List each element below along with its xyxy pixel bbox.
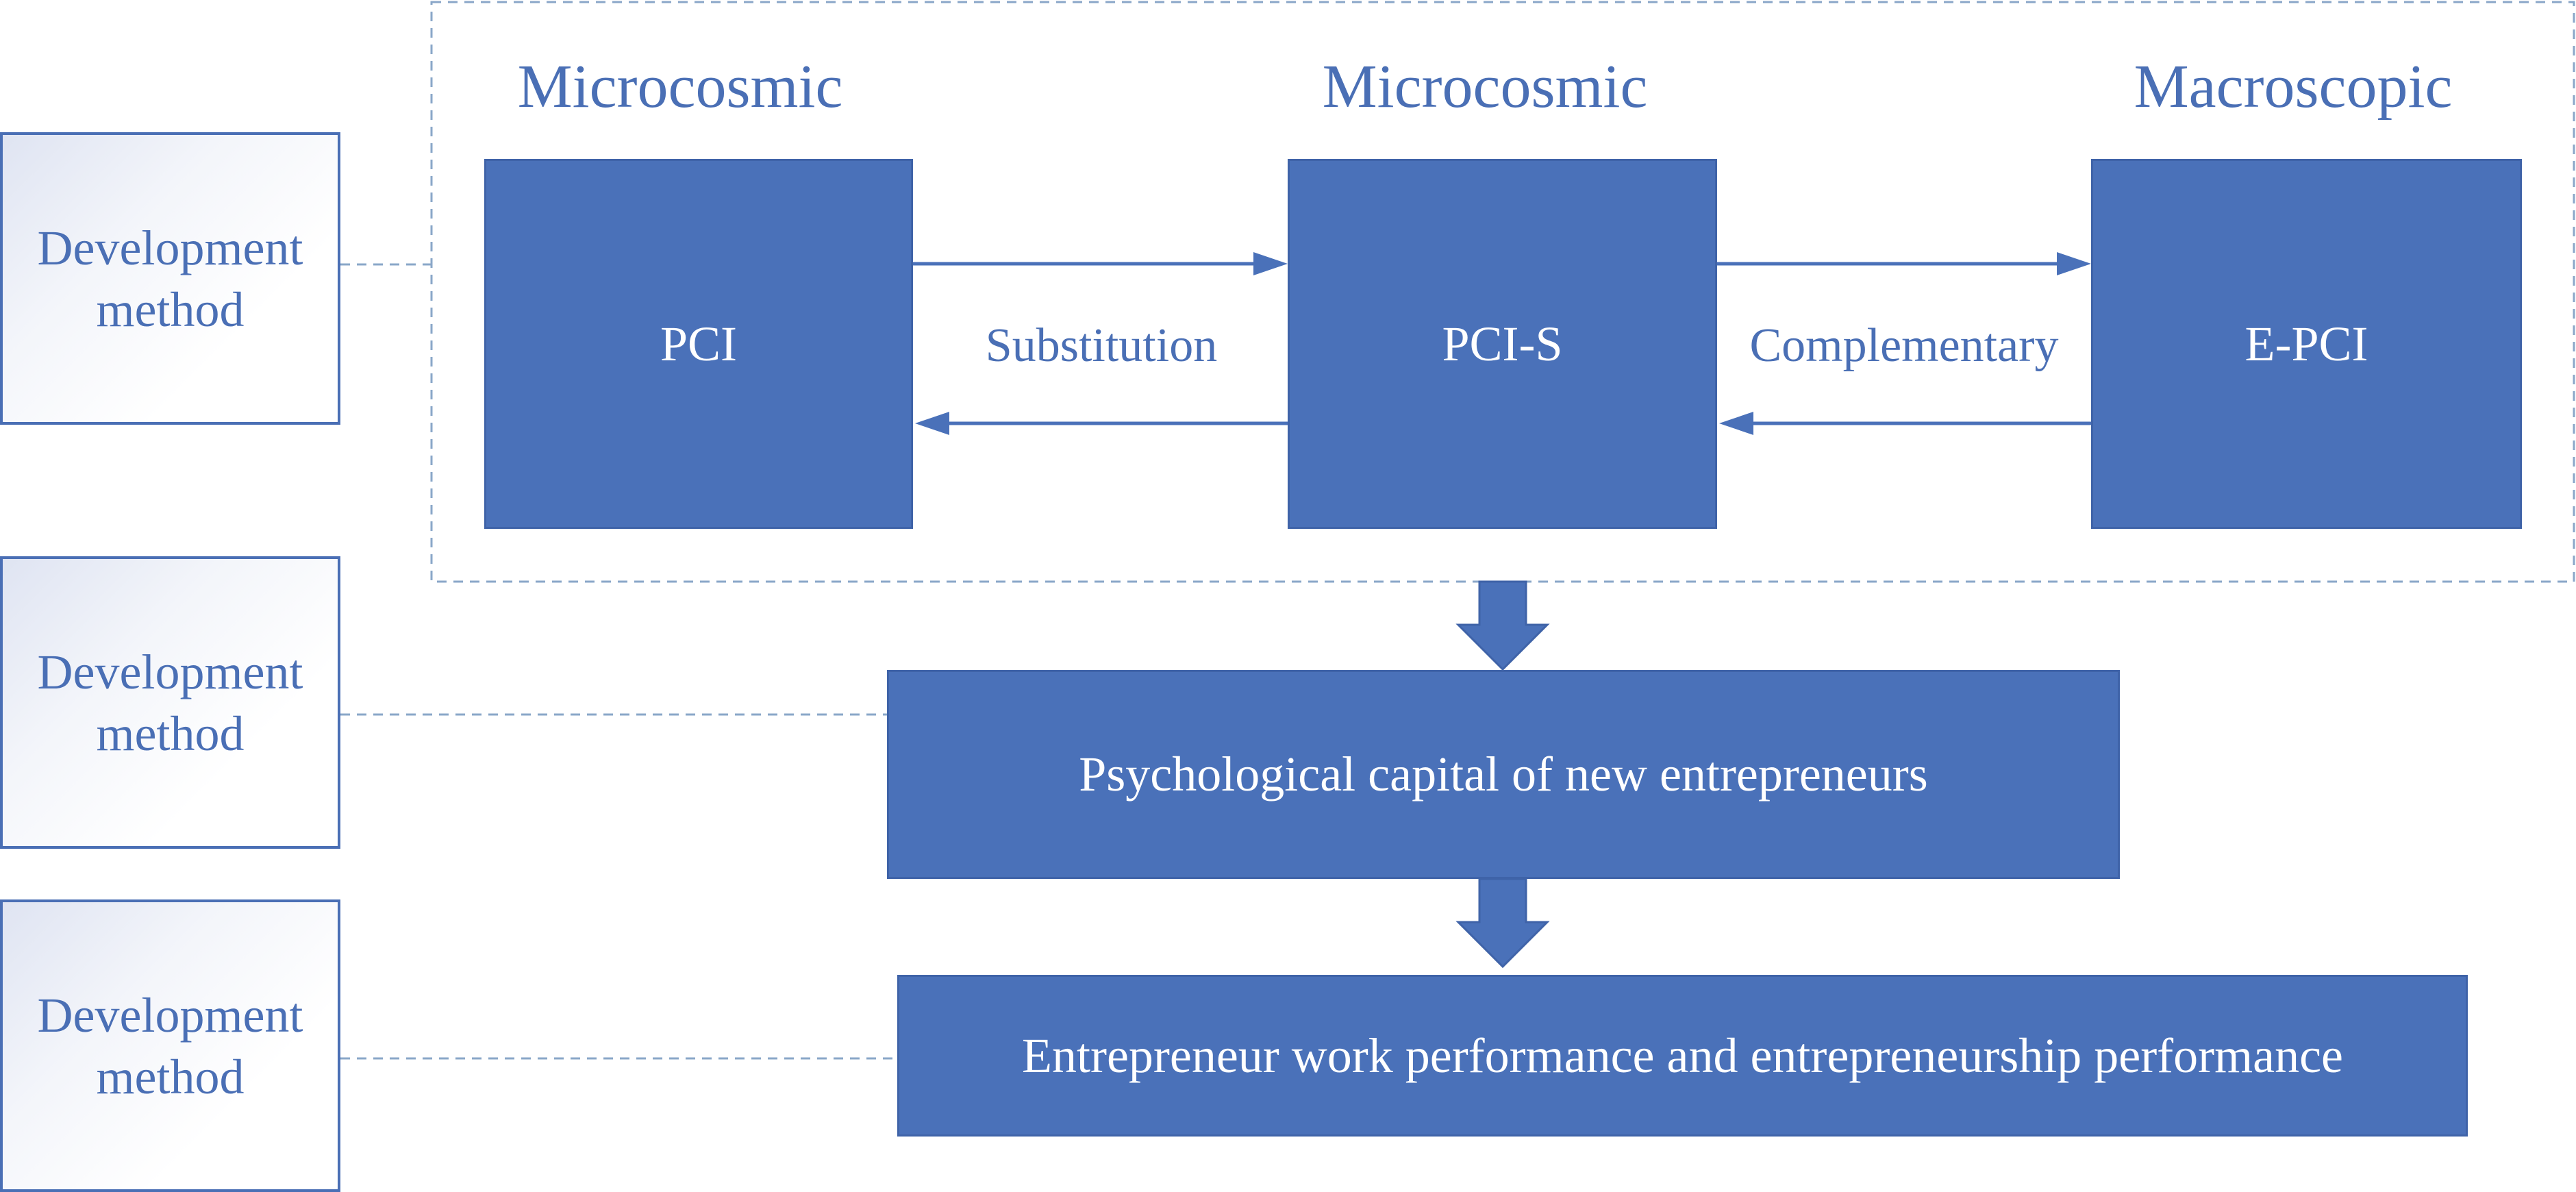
- heading-right: Macroscopic: [2134, 53, 2453, 121]
- heading-middle: Microcosmic: [1322, 53, 1648, 121]
- arrowhead-pci-s-to-e-pci: [2057, 252, 2091, 275]
- node-psychological-capital-label: Psychological capital of new entrepreneu…: [1079, 747, 1928, 802]
- method-box-3: Development method: [0, 899, 340, 1192]
- method-box-1: Development method: [0, 132, 340, 425]
- method-box-3-line1: Development: [37, 987, 303, 1043]
- edge-label-substitution: Substitution: [985, 319, 1218, 372]
- arrowhead-pci-s-to-pci: [915, 412, 949, 435]
- level-group-frame: [430, 1, 2575, 583]
- node-performance: Entrepreneur work performance and entrep…: [897, 975, 2468, 1137]
- method-box-1-line1: Development: [37, 220, 303, 275]
- heading-left: Microcosmic: [517, 53, 843, 121]
- method-box-2-line1: Development: [37, 644, 303, 699]
- method-box-2-label: Development method: [3, 641, 338, 765]
- node-e-pci: E-PCI: [2091, 159, 2522, 529]
- node-performance-label: Entrepreneur work performance and entrep…: [1021, 1028, 2344, 1083]
- node-pci-s: PCI-S: [1288, 159, 1717, 529]
- method-box-2: Development method: [0, 556, 340, 849]
- node-e-pci-label: E-PCI: [2244, 316, 2368, 371]
- node-pci-s-label: PCI-S: [1442, 316, 1563, 371]
- down-arrow-to-psychological-capital: [1455, 580, 1550, 671]
- method-box-1-line2: method: [96, 282, 245, 337]
- down-arrow-to-performance: [1455, 878, 1550, 969]
- method-box-3-label: Development method: [3, 984, 338, 1108]
- arrowhead-e-pci-to-pci-s: [1719, 412, 1753, 435]
- method-box-2-line2: method: [96, 706, 245, 761]
- edge-label-complementary: Complementary: [1749, 319, 2059, 372]
- arrowhead-pci-to-pci-s: [1253, 252, 1288, 275]
- method-box-1-label: Development method: [3, 217, 338, 340]
- node-pci-label: PCI: [660, 316, 738, 371]
- method-box-3-line2: method: [96, 1049, 245, 1104]
- node-psychological-capital: Psychological capital of new entrepreneu…: [887, 670, 2120, 879]
- node-pci: PCI: [484, 159, 913, 529]
